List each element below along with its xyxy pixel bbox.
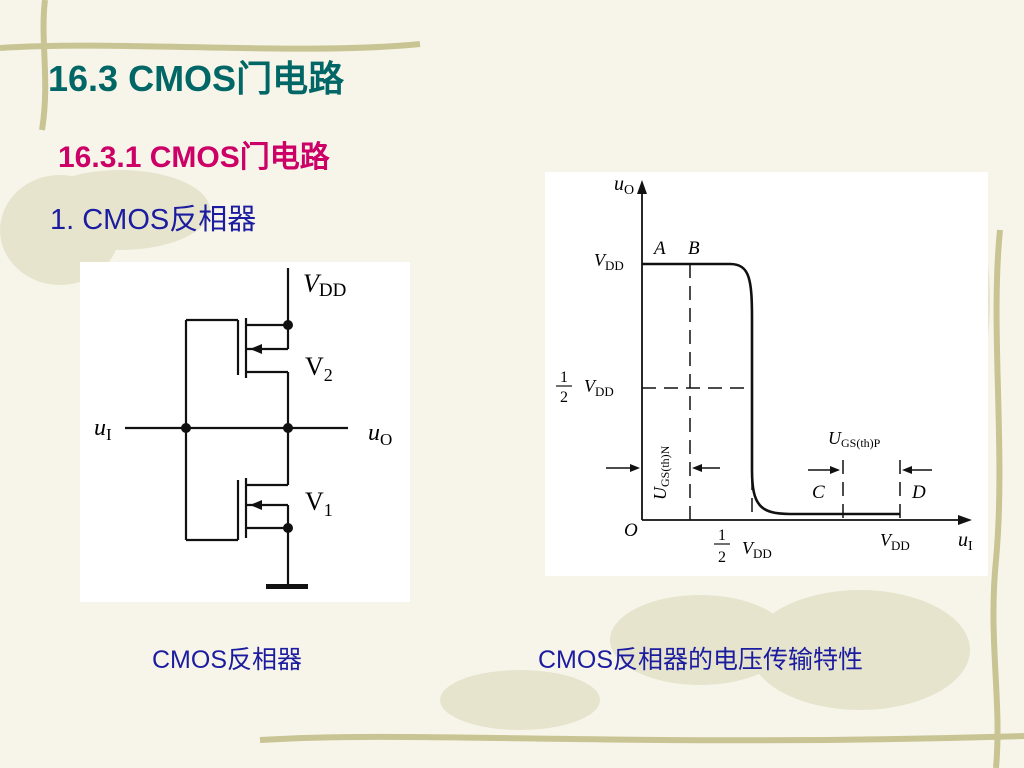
svg-text:uI: uI xyxy=(94,415,112,444)
vdd-subscript: DD xyxy=(319,280,346,301)
half-fraction-y-denominator: 2 xyxy=(560,389,568,406)
half-vdd-y-subscript: DD xyxy=(595,384,614,399)
topic-heading: 1. CMOS反相器 xyxy=(50,204,257,236)
output-subscript: O xyxy=(380,430,392,449)
half-vdd-x-subscript: DD xyxy=(753,546,772,561)
ugsn-label: U xyxy=(650,486,670,500)
ugsn-subscript: GS(th)N xyxy=(658,445,672,487)
vdd-x-label: V xyxy=(880,530,893,550)
x-axis-subscript: I xyxy=(968,539,973,554)
svg-text:VDD: VDD xyxy=(880,530,910,553)
graph-caption: CMOS反相器的电压传输特性 xyxy=(538,646,864,674)
half-vdd-y-label: V xyxy=(584,376,597,396)
graph-panel: uO uI O VDD A B C D 1 2 VDD 1 2 VDD VDD … xyxy=(545,172,988,576)
circuit-caption: CMOS反相器 xyxy=(152,646,303,674)
v1-subscript: 1 xyxy=(324,500,333,520)
half-fraction-y-numerator: 1 xyxy=(560,369,568,386)
vdd-label: V xyxy=(303,269,322,298)
svg-text:uI: uI xyxy=(958,529,973,554)
v2-label: V xyxy=(305,352,324,381)
half-fraction-x-denominator: 2 xyxy=(718,549,726,566)
svg-text:VDD: VDD xyxy=(584,376,614,399)
ugsp-subscript: GS(th)P xyxy=(841,436,881,450)
svg-text:V2: V2 xyxy=(305,352,333,385)
svg-text:UGS(th)N: UGS(th)N xyxy=(650,445,672,500)
output-label: u xyxy=(368,420,380,446)
svg-text:VDD: VDD xyxy=(742,538,772,561)
vdd-x-subscript: DD xyxy=(891,538,910,553)
half-fraction-x-numerator: 1 xyxy=(718,527,726,544)
point-c-label: C xyxy=(812,482,825,503)
origin-label: O xyxy=(624,520,638,541)
page-title: 16.3 CMOS门电路 xyxy=(48,58,345,99)
svg-text:VDD: VDD xyxy=(303,269,346,301)
section-subtitle: 16.3.1 CMOS门电路 xyxy=(58,141,330,174)
ugsp-label: U xyxy=(828,428,842,448)
half-vdd-x-label: V xyxy=(742,538,755,558)
svg-text:V1: V1 xyxy=(305,487,333,520)
cmos-inverter-circuit: VDD V2 V1 uI uO xyxy=(94,268,392,589)
x-axis-label: u xyxy=(958,529,968,551)
v2-subscript: 2 xyxy=(324,365,333,385)
circuit-panel: VDD V2 V1 uI uO xyxy=(80,262,410,602)
transfer-curve xyxy=(642,262,900,516)
y-axis-subscript: O xyxy=(624,183,634,198)
vdd-tick-subscript: DD xyxy=(605,258,624,273)
input-label: u xyxy=(94,415,106,441)
vdd-tick-label: V xyxy=(594,250,607,270)
v1-label: V xyxy=(305,487,324,516)
transfer-characteristic-graph: uO uI O VDD A B C D 1 2 VDD 1 2 VDD VDD … xyxy=(556,173,973,566)
input-subscript: I xyxy=(106,425,112,444)
point-a-label: A xyxy=(652,238,666,259)
svg-text:UGS(th)P: UGS(th)P xyxy=(828,428,881,450)
svg-text:uO: uO xyxy=(368,420,392,449)
point-b-label: B xyxy=(688,238,700,259)
y-axis-label: u xyxy=(614,173,624,195)
svg-text:VDD: VDD xyxy=(594,250,624,273)
svg-text:uO: uO xyxy=(614,173,634,198)
point-d-label: D xyxy=(911,482,926,503)
